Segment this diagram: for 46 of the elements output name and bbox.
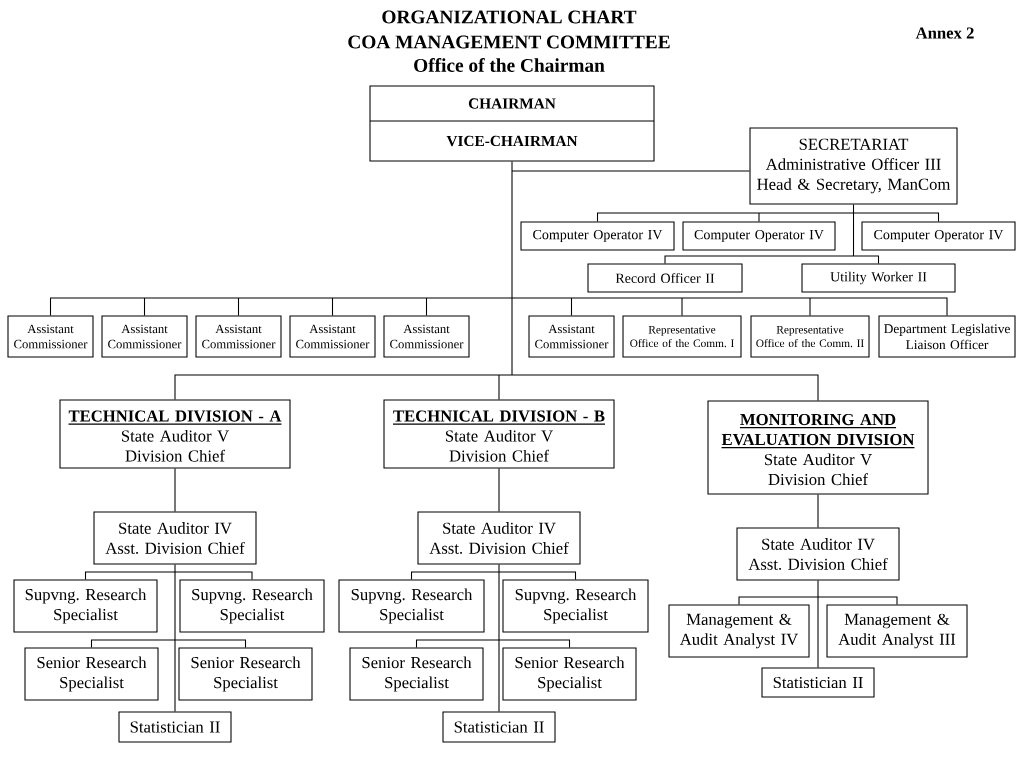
position-box: SECRETARIAT Administrative Officer III Head & Secretary, ManCom [749, 127, 958, 205]
position-box: Statistician II [761, 667, 875, 698]
position-box: Management & Audit Analyst III [826, 604, 968, 658]
subtitle: COA MANAGEMENT COMMITTEE [348, 35, 670, 49]
position-box: Assistant Commissioner [7, 315, 94, 358]
position-box: Assistant Commissioner [101, 315, 188, 358]
chart-title: ORGANIZATIONAL CHART [382, 10, 637, 24]
position-box: Computer Operator IV [520, 221, 675, 251]
position-box: Record Officer II [587, 263, 743, 293]
position-box: Computer Operator IV [682, 221, 836, 251]
connector-line [174, 468, 176, 512]
position-box: Senior Research Specialist [502, 647, 637, 701]
position-box: Senior Research Specialist [349, 647, 484, 701]
position-box: State Auditor IV Asst. Division Chief [93, 511, 257, 565]
position-box: Assistant Commissioner [195, 315, 282, 358]
split-box: CHAIRMAN VICE-CHAIRMAN [369, 85, 655, 162]
position-box: Representative Office of the Comm. II [750, 315, 870, 358]
position-box: Senior Research Specialist [178, 647, 313, 701]
position-box: Statistician II [118, 711, 232, 743]
connector-line [498, 468, 500, 512]
position-box: State Auditor IV Asst. Division Chief [736, 527, 900, 581]
position-box: Supvng. Research Specialist [338, 579, 485, 633]
annex-note: Annex 2 [915, 27, 974, 39]
position-box: Statistician II [442, 711, 556, 743]
position-box: Computer Operator IV [861, 221, 1016, 251]
position-box: Assistant Commissioner [383, 315, 470, 358]
position-box: Assistant Commissioner [528, 315, 615, 358]
position-box: Representative Office of the Comm. I [622, 315, 742, 358]
connector-line [596, 204, 940, 264]
division-box: TECHNICAL DIVISION - A State Auditor V Division Chief [59, 399, 291, 469]
connector-line [738, 580, 898, 668]
position-box: Senior Research Specialist [24, 647, 159, 701]
connector-line [817, 494, 819, 528]
position-box: Supvng. Research Specialist [502, 579, 649, 633]
connector-line [49, 161, 948, 401]
position-box: State Auditor IV Asst. Division Chief [417, 511, 581, 565]
position-box: Assistant Commissioner [289, 315, 376, 358]
position-box: Management & Audit Analyst IV [668, 604, 810, 658]
position-box: Department Legislative Liaison Officer [878, 315, 1016, 358]
connector-line [84, 564, 253, 712]
connector-line [410, 564, 577, 712]
position-box: Utility Worker II [801, 263, 956, 293]
division-box: MONITORING AND EVALUATION DIVISION State Auditor V Division Chief [707, 400, 929, 495]
position-box: Supvng. Research Specialist [13, 579, 158, 633]
position-box: Supvng. Research Specialist [179, 579, 325, 633]
division-box: TECHNICAL DIVISION - B State Auditor V Division Chief [383, 399, 615, 469]
